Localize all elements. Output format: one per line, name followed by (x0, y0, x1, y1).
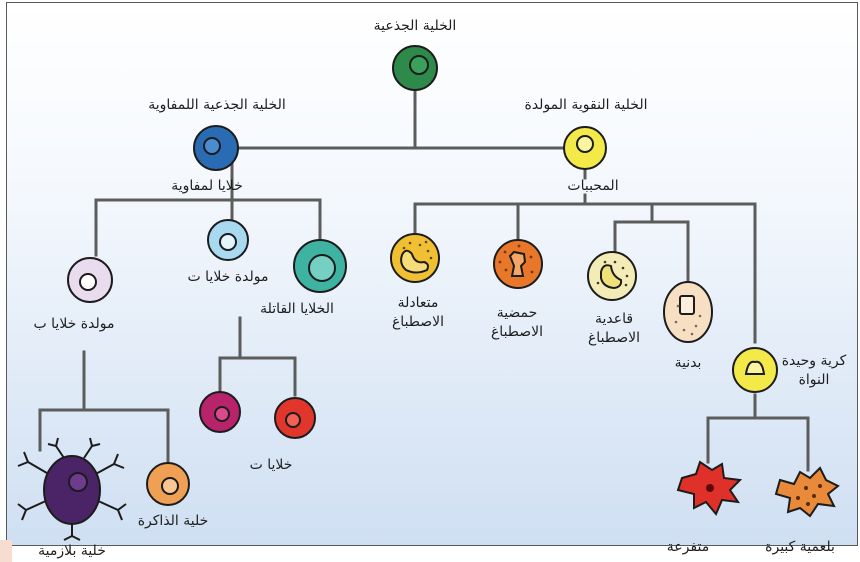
label-t-precursor: مولدة خلايا ت (187, 269, 269, 285)
label-lymphoid-stem-cell: الخلية الجذعية اللمفاوية (148, 97, 286, 113)
t-cell-red (274, 397, 316, 439)
label-killer-cells: الخلايا القاتلة (260, 301, 334, 317)
macrophage-cell (774, 466, 840, 518)
killer-cell (293, 239, 347, 293)
corner-strip (0, 540, 12, 562)
label-dendritic: متفرعة (666, 539, 710, 555)
b-cell-precursor (67, 257, 113, 303)
t-cell-magenta (199, 391, 241, 433)
stem-cell (392, 45, 438, 91)
label-myeloid-progenitor: الخلية النقوية المولدة (524, 97, 648, 113)
connector-lines (38, 88, 810, 472)
label-granulocytes: المحببات (567, 178, 619, 194)
neutrophil-cell (390, 233, 440, 283)
memory-cell (146, 462, 190, 506)
t-cell-precursor (207, 219, 249, 261)
platelet-cell (663, 281, 713, 343)
label-macrophage: بلعمية كبيرة (765, 539, 835, 555)
label-t-cells: خلايا ت (250, 456, 293, 475)
basophil-cell (587, 251, 637, 301)
dendritic-cell (676, 460, 743, 516)
label-platelet: بدنية (674, 355, 702, 371)
label-lymphocytes: خلايا لمفاوية (171, 178, 243, 194)
label-stem-cell: الخلية الجذعية (373, 18, 457, 34)
label-memory-cell: خلية الذاكرة (137, 513, 209, 529)
myeloid-progenitor-cell (563, 126, 607, 170)
monocyte-cell (732, 347, 778, 393)
plasma-cell (17, 437, 127, 541)
lymphoid-stem-cell (193, 125, 239, 171)
label-plasma-cell: خلية بلازمية (38, 543, 106, 559)
eosinophil-cell (493, 239, 543, 289)
label-t-cells-text: خلايا ت (249, 457, 293, 473)
label-b-precursor: مولدة خلايا ب (33, 316, 115, 332)
